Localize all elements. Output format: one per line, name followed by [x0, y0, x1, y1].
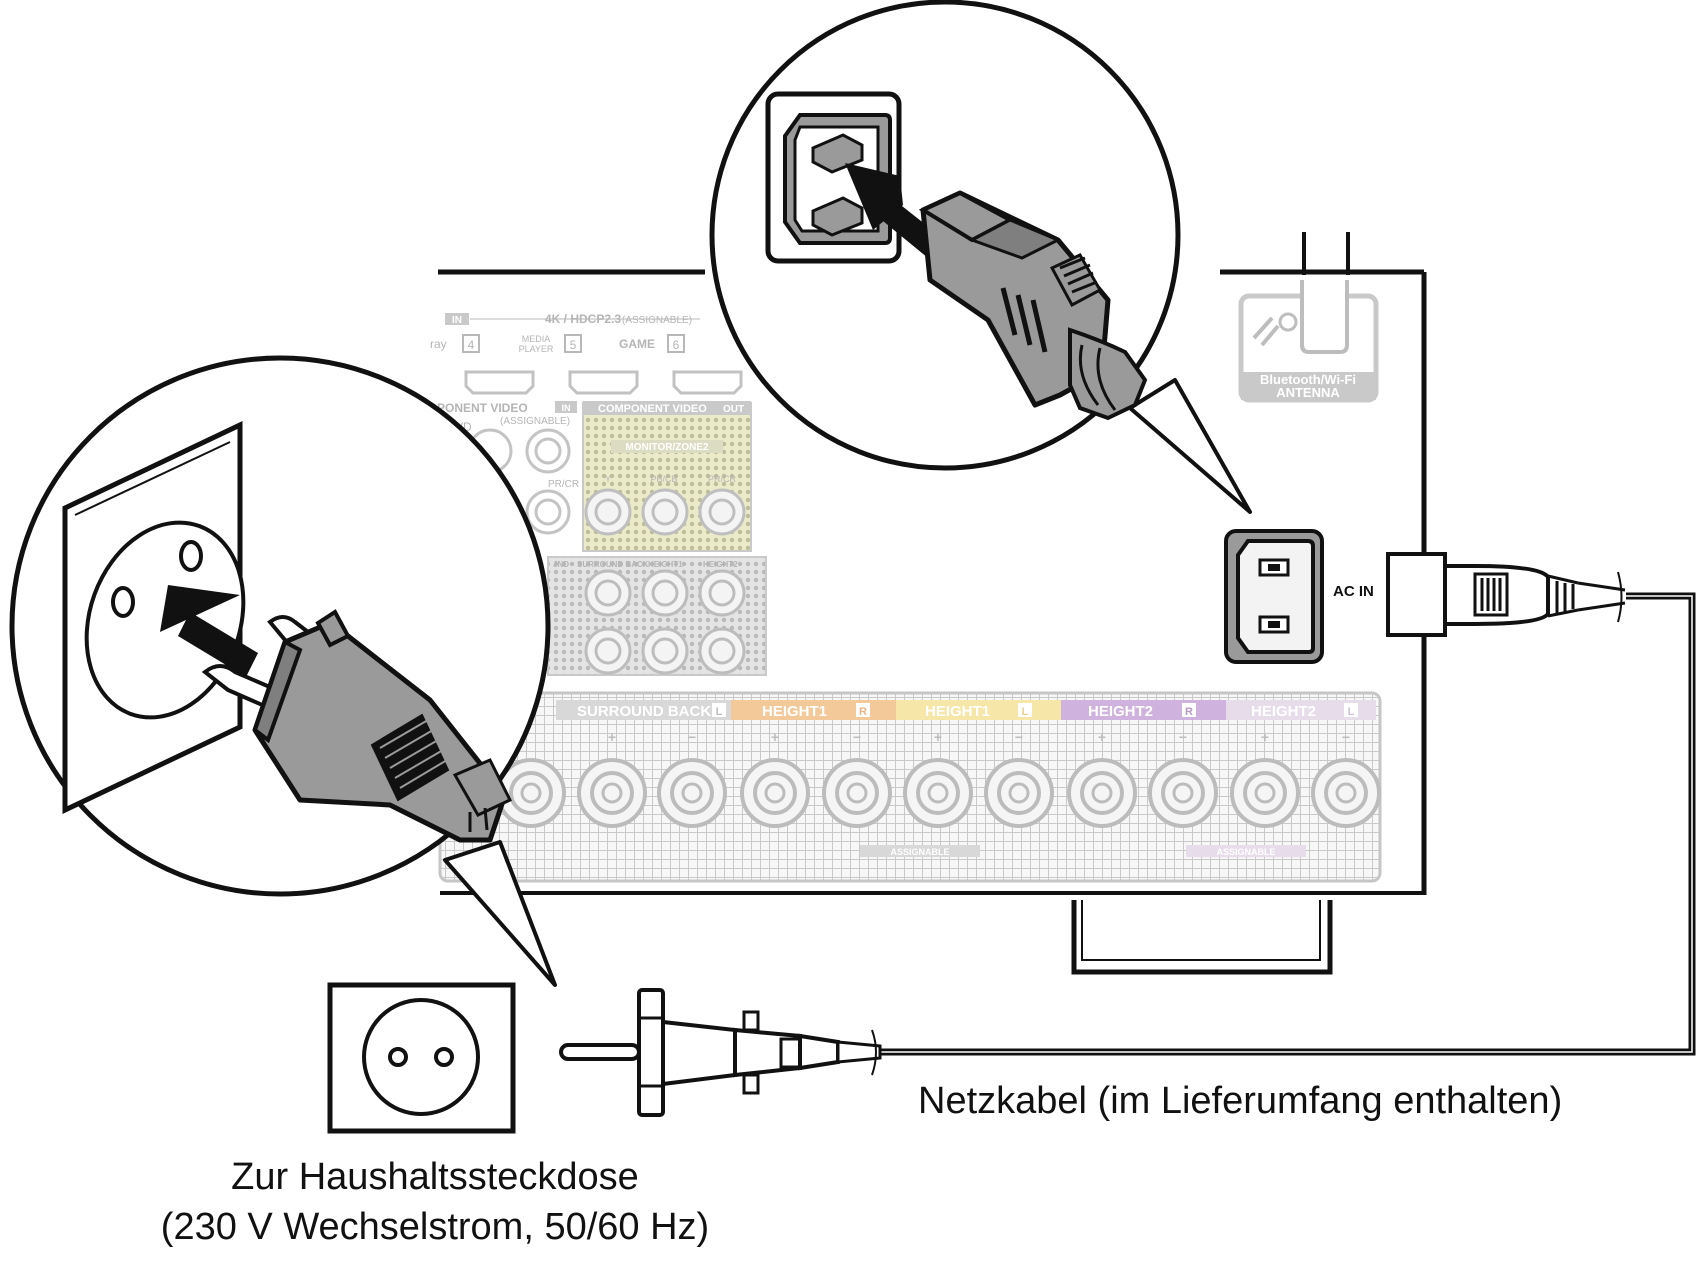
polarity-minus-4: − — [1179, 729, 1187, 745]
component-out-label: COMPONENT VIDEO — [598, 403, 707, 415]
speaker-label-height2-l: HEIGHT2 — [1251, 703, 1316, 720]
component-in-badge: IN — [562, 403, 571, 413]
speaker-label-height1-l: HEIGHT1 — [925, 703, 990, 720]
caption-power-cord: Netzkabel (im Lieferumfang enthalten) — [918, 1080, 1563, 1122]
hdmi-media-line1: MEDIA — [522, 334, 551, 344]
ac-in-label: AC IN — [1333, 583, 1374, 600]
polarity-minus-2: − — [853, 729, 861, 745]
caption-wall-outlet: Zur Haushaltssteckdose (230 V Wechselstr… — [115, 1152, 755, 1252]
antenna-connector: Bluetooth/Wi-Fi ANTENNA — [1238, 232, 1379, 403]
hdmi-port-5 — [568, 370, 639, 395]
component-out-prcr: PR/CR — [708, 474, 737, 484]
component-in-label: PONENT VIDEO — [437, 401, 528, 415]
speaker-label-surround-back: SURROUND BACK — [577, 703, 711, 720]
component-out-pbcb: PB/CB — [650, 474, 677, 484]
component-video-out: COMPONENT VIDEO OUT MONITOR/ZONE2 Y PB/C… — [582, 401, 752, 552]
speaker-label-height1-r: HEIGHT1 — [762, 703, 827, 720]
component-video-in: PONENT VIDEO IN (ASSIGNABLE) VD PR/CR — [437, 401, 579, 535]
preout-height2: HEIGHT2 — [703, 560, 738, 569]
hdmi-input-section: IN 4K / HDCP2.3 (ASSIGNABLE) ray 4 MEDIA… — [430, 312, 743, 395]
schuko-plug — [559, 988, 882, 1117]
hdmi-port-4 — [464, 370, 535, 395]
polarity-plus-5: + — [1261, 729, 1269, 745]
wall-outlet — [327, 982, 516, 1134]
hdmi-num-5: 5 — [570, 338, 577, 352]
hdmi-num-4: 4 — [468, 338, 475, 352]
hdmi-assignable: (ASSIGNABLE) — [622, 315, 692, 326]
hdmi-label-bluray: ray — [430, 337, 447, 351]
hdmi-header: 4K / HDCP2.3 — [545, 312, 621, 326]
polarity-minus-3: − — [1015, 729, 1023, 745]
receiver-rear-panel: IN 4K / HDCP2.3 (ASSIGNABLE) ray 4 MEDIA… — [430, 232, 1626, 975]
component-out-zone: MONITOR/ZONE2 — [625, 442, 709, 453]
badge-h1-r: R — [859, 706, 867, 718]
component-out-badge: OUT — [723, 404, 744, 415]
hdmi-media-line2: PLAYER — [519, 344, 554, 354]
hdmi-game: GAME — [619, 337, 655, 351]
assignable-label-1: ASSIGNABLE — [890, 847, 949, 857]
hdmi-port-6 — [672, 370, 743, 395]
speaker-label-height2-r: HEIGHT2 — [1088, 703, 1153, 720]
ac-inlet: AC IN — [1224, 529, 1374, 664]
caption-outlet-line1: Zur Haushaltssteckdose — [231, 1156, 639, 1198]
polarity-plus-2: + — [771, 729, 779, 745]
power-cord-highlight — [880, 595, 1693, 1053]
speaker-terminals: SURROUND BACK L HEIGHT1 R HEIGHT1 L HEIG… — [438, 691, 1382, 883]
badge-h2-l: L — [1348, 706, 1355, 718]
polarity-plus-1: + — [608, 729, 616, 745]
component-in-prcr: PR/CR — [548, 479, 579, 490]
preout-surround: JND — [553, 560, 569, 569]
component-in-assignable: (ASSIGNABLE) — [500, 416, 570, 427]
pre-out-section: JND SURROUND BACK HEIGHT1 HEIGHT2 — [547, 556, 767, 676]
polarity-plus-3: + — [934, 729, 942, 745]
antenna-label-line1: Bluetooth/Wi-Fi — [1260, 372, 1356, 387]
preout-surround-back: SURROUND BACK — [577, 560, 649, 569]
badge-sb-l: L — [716, 706, 723, 718]
badge-h1-l: L — [1022, 706, 1029, 718]
antenna-label-line2: ANTENNA — [1276, 385, 1340, 400]
insert-arrow-icon-socket — [160, 585, 240, 632]
caption-outlet-line2: (230 V Wechselstrom, 50/60 Hz) — [160, 1206, 710, 1248]
iec-plug-inserted — [1386, 552, 1626, 637]
component-out-y: Y — [605, 474, 611, 484]
polarity-minus-5: − — [1342, 729, 1350, 745]
preout-height1: HEIGHT1 — [648, 560, 683, 569]
polarity-minus-1: − — [688, 729, 696, 745]
assignable-label-2: ASSIGNABLE — [1216, 847, 1275, 857]
zoom-inset-ac-inlet — [709, 0, 1252, 514]
hdmi-in-badge: IN — [452, 315, 462, 326]
zoom-inset-wall-socket — [9, 355, 557, 987]
badge-h2-r: R — [1185, 706, 1193, 718]
hdmi-num-6: 6 — [673, 338, 680, 352]
polarity-plus-4: + — [1098, 729, 1106, 745]
